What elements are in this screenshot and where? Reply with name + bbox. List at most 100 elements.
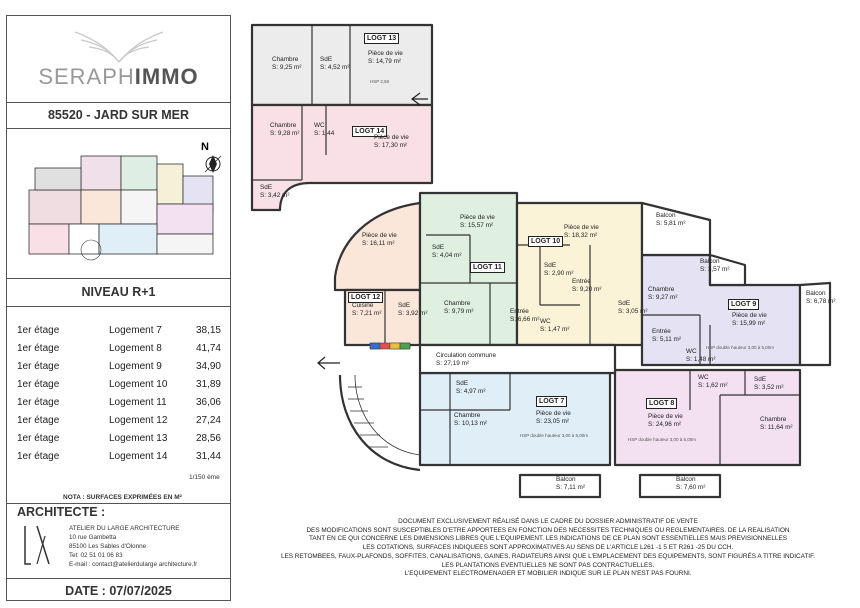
unit-tag-11: LOGT 11 <box>470 262 505 273</box>
lot-floor: 1er étage <box>17 450 60 462</box>
location-title: 85520 - JARD SUR MER <box>47 108 189 122</box>
lot-area: 31,44 <box>195 450 221 462</box>
lot-area: 34,90 <box>195 360 221 372</box>
room-label-name: Circulation commune <box>436 352 497 359</box>
room-label-name: Chambre <box>272 56 299 63</box>
lot-name: Logement 8 <box>109 342 162 354</box>
unit-13-area <box>250 23 434 107</box>
architect-phone: Tel: 02 51 01 06 83 <box>69 552 123 559</box>
architect-firm: ATELIER DU LARGE ARCHITECTURE <box>69 525 180 532</box>
room-label-name: WC <box>698 374 709 381</box>
room-label-name: Entrée <box>510 308 529 315</box>
unit-8-area <box>613 368 802 467</box>
lot-floor: 1er étage <box>17 414 60 426</box>
room-label-name: Entrée <box>572 278 591 285</box>
architect-email[interactable]: E-mail : contact@atelierdularge architec… <box>69 561 198 568</box>
room-label-area: S: 14,79 m² <box>368 58 402 65</box>
lot-name: Logement 14 <box>109 450 168 462</box>
unit-tag-13: LOGT 13 <box>364 33 400 44</box>
room-label-name: Chambre <box>444 300 471 307</box>
floor-plan <box>250 23 832 499</box>
room-label-area: S: 9,28 m² <box>270 130 300 137</box>
balcony-label-area: S: 6,78 m² <box>806 298 836 305</box>
room-label-name: SdE <box>320 56 333 63</box>
room-label-area: S: 1,47 m² <box>540 326 570 333</box>
wings-logo-icon <box>74 31 164 63</box>
room-label-name: Pièce de vie <box>368 50 403 57</box>
lot-floor: 1er étage <box>17 324 60 336</box>
room-label-area: S: 27,19 m² <box>436 360 470 367</box>
disclaimer: DOCUMENT EXCLUSIVEMENT RÉALISÉ DANS LE C… <box>238 518 858 579</box>
disclaimer-line: LES COTATIONS, SURFACES INDIQUEES SONT A… <box>362 544 734 552</box>
info-panel: SERAPHIMMO 85520 - JARD SUR MER N NIVEAU… <box>6 15 231 601</box>
room-label-area: S: 9,20 m² <box>572 286 602 293</box>
room-label-name: WC <box>314 122 325 129</box>
room-label-area: S: 3,05 m² <box>618 308 648 315</box>
disclaimer-line: L'EQUIPEMENT ELECTROMENAGER ET MOBILIER … <box>404 570 692 578</box>
ceiling-height-label: HSP double hauteur 3,00 à 5,00m <box>520 433 588 438</box>
room-label-area: S: 15,99 m² <box>732 320 766 327</box>
room-label-name: WC <box>540 318 551 325</box>
ceiling-height-label: HSP double hauteur 3,00 à 5,00m <box>628 437 696 442</box>
balcony-label-name: Balcon <box>676 476 696 483</box>
room-label-name: Pièce de vie <box>536 410 571 417</box>
room-label-name: Chambre <box>270 122 297 129</box>
lot-name: Logement 10 <box>109 378 168 390</box>
balcony-label-name: Balcon <box>806 290 826 297</box>
room-label-area: S: 2,90 m² <box>544 270 574 277</box>
lot-row: 1er étage Logement 14 31,44 <box>17 447 221 465</box>
lot-row: 1er étage Logement 10 31,89 <box>17 375 221 393</box>
lot-name: Logement 12 <box>109 414 168 426</box>
ceiling-height-label: HSP 2,50 <box>370 79 390 84</box>
architect-street: 10 rue Gambetta <box>69 534 117 541</box>
room-label-area: S: 5,11 m² <box>652 336 682 343</box>
room-label-name: Pièce de vie <box>732 312 767 319</box>
lot-floor: 1er étage <box>17 378 60 390</box>
room-label-name: Pièce de vie <box>648 413 683 420</box>
lot-area: 38,15 <box>195 324 221 336</box>
room-label-area: S: 4,97 m² <box>456 388 486 395</box>
balcony-far-right <box>798 281 832 367</box>
room-label-name: SdE <box>618 300 631 307</box>
room-label-area: S: 23,05 m² <box>536 418 570 425</box>
room-label-name: SdE <box>544 262 557 269</box>
disclaimer-line: LES RETOMBEES, FAUX-PLAFONDS, SOFFITES, … <box>280 552 816 560</box>
lot-floor: 1er étage <box>17 432 60 444</box>
unit-tag-7: LOGT 7 <box>536 396 568 407</box>
room-label-area: S: 3,52 m² <box>754 384 784 391</box>
lot-area: 31,89 <box>195 378 221 390</box>
room-label-name: Pièce de vie <box>362 232 397 239</box>
room-label-area: S: 24,96 m² <box>648 421 682 428</box>
balcony-label-area: S: 7,60 m² <box>676 484 706 491</box>
unit-tag-10: LOGT 10 <box>528 236 564 247</box>
disclaimer-line: LES PLANTATIONS EVENTUELLES NE SONT PAS … <box>441 561 655 569</box>
balcony-label-name: Balcon <box>556 476 576 483</box>
room-label-name: Cuisine <box>352 302 374 309</box>
unit-tag-9: LOGT 9 <box>728 299 760 310</box>
room-label-area: S: 1,44 <box>314 130 335 137</box>
